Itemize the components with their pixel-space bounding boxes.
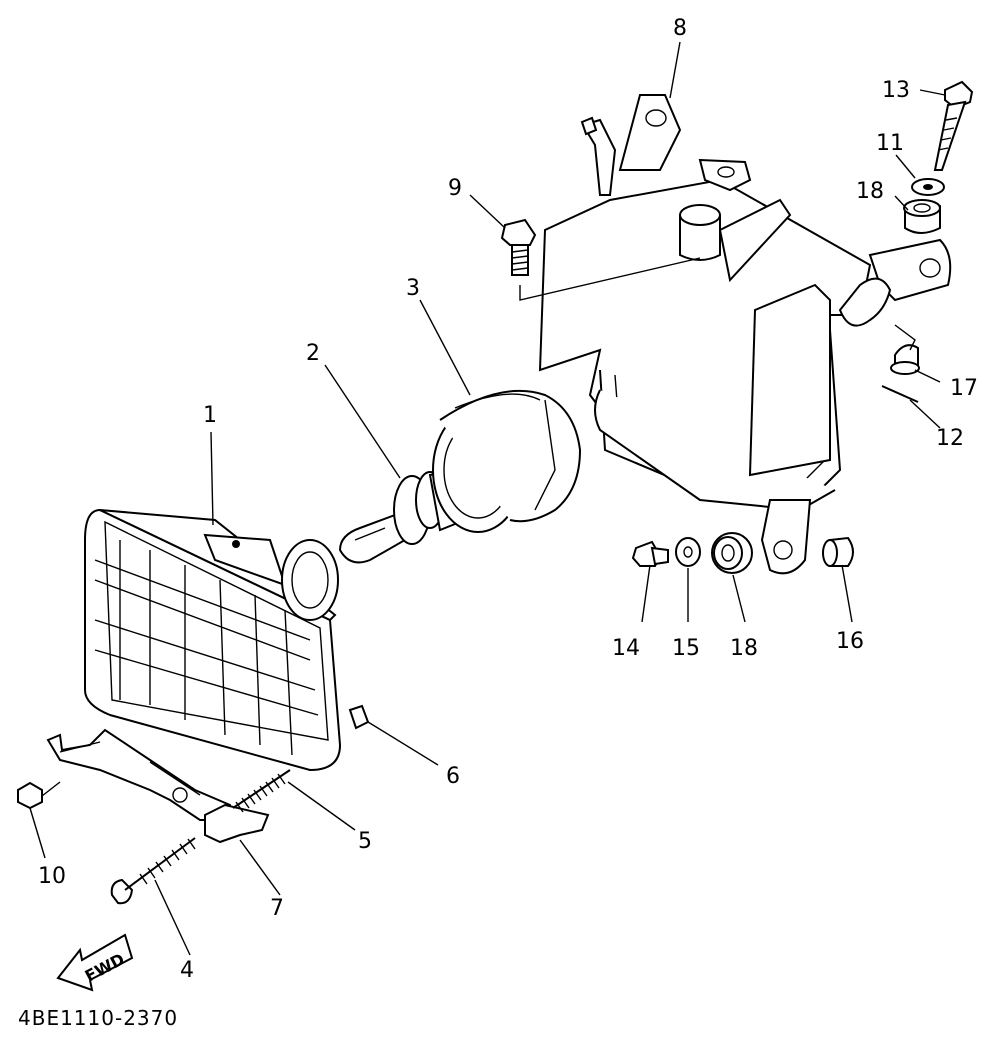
callout-18-lower: 18 <box>730 636 758 661</box>
forward-arrow-icon: FWD <box>56 933 134 992</box>
screw-4 <box>110 837 196 905</box>
collar-16 <box>822 536 854 567</box>
callout-6: 6 <box>446 764 460 789</box>
bolt-9 <box>500 218 537 276</box>
callout-9: 9 <box>448 176 462 201</box>
washer-15 <box>675 537 701 567</box>
collar-17 <box>890 344 920 375</box>
lower-bracket-7 <box>46 728 270 844</box>
diagram-code: 4BE1110-2370 <box>18 1006 178 1030</box>
callout-11: 11 <box>876 131 904 156</box>
nut-6 <box>348 704 370 730</box>
screw-10 <box>17 781 61 810</box>
bulb-cover <box>432 389 582 533</box>
bolt-14 <box>631 540 669 567</box>
grommet-18-upper <box>903 199 941 234</box>
headlight-bracket <box>538 94 952 575</box>
grommet-18-lower <box>711 532 753 574</box>
callout-leaders <box>29 41 946 956</box>
washer-11 <box>911 178 945 196</box>
callout-16: 16 <box>836 629 864 654</box>
callout-8: 8 <box>673 16 687 41</box>
callout-17: 17 <box>950 376 978 401</box>
callout-numbers: 1 2 3 4 5 6 7 8 9 10 11 12 13 14 15 16 1… <box>38 16 978 983</box>
callout-12: 12 <box>936 426 964 451</box>
callout-4: 4 <box>180 958 194 983</box>
bolt-13 <box>933 80 974 171</box>
spring-5 <box>232 769 291 813</box>
callout-13: 13 <box>882 78 910 103</box>
callout-3: 3 <box>406 276 420 301</box>
callout-15: 15 <box>672 636 700 661</box>
callout-2: 2 <box>306 341 320 366</box>
clip-12 <box>881 385 919 403</box>
callout-10: 10 <box>38 864 66 889</box>
callout-14: 14 <box>612 636 640 661</box>
callout-1: 1 <box>203 403 217 428</box>
callout-7: 7 <box>270 896 284 921</box>
headlight-unit <box>84 508 342 772</box>
callout-18-upper: 18 <box>856 179 884 204</box>
callout-5: 5 <box>358 829 372 854</box>
